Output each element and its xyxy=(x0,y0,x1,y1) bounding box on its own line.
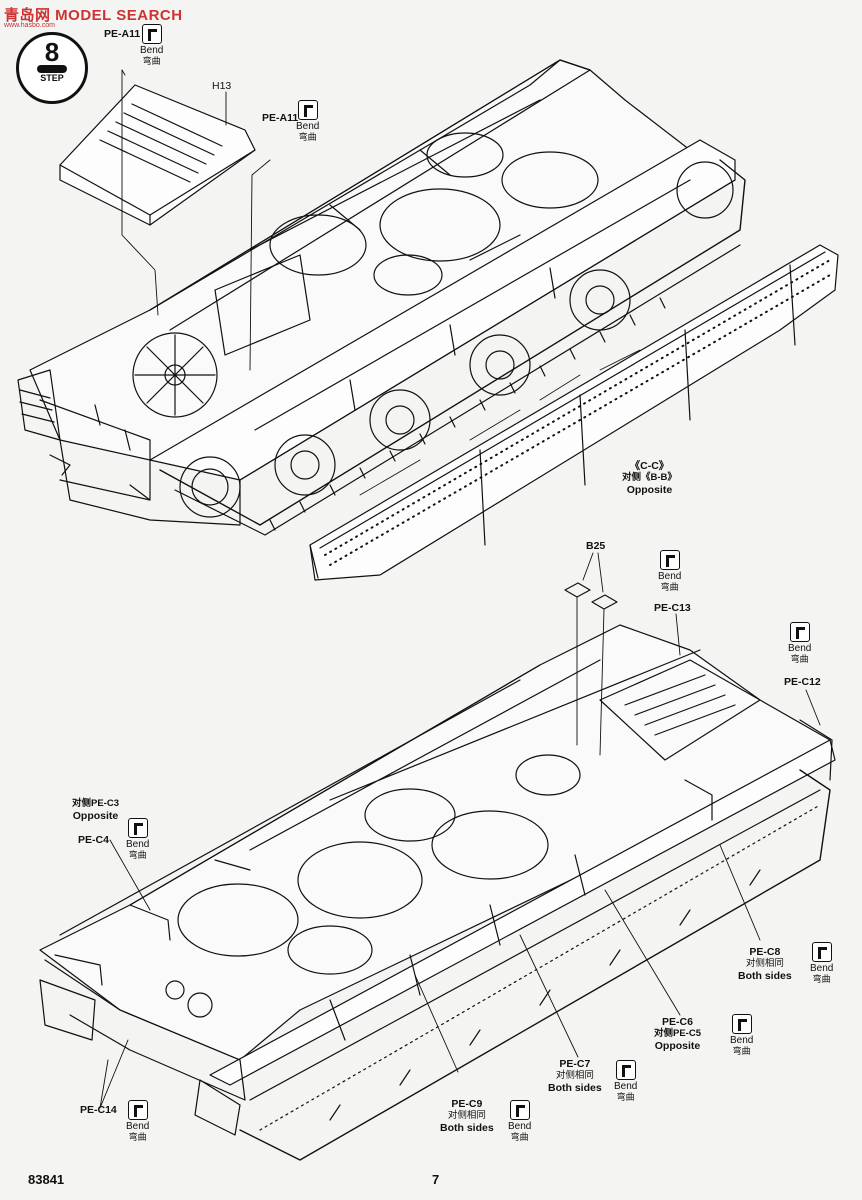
bend-callout-c9: Bend 弯曲 xyxy=(508,1100,531,1143)
page-number: 7 xyxy=(432,1172,440,1187)
bend-callout-c14: Bend 弯曲 xyxy=(126,1100,149,1143)
lower-tank-hull xyxy=(39,624,836,1136)
bend-icon xyxy=(659,550,680,570)
bend-icon xyxy=(297,100,318,120)
bend-cn: 弯曲 xyxy=(812,974,831,984)
bend-icon xyxy=(789,622,810,642)
label-pe-c4: PE-C4 xyxy=(78,834,109,846)
bend-en: Bend xyxy=(788,643,812,654)
pe-c6-line2: 对侧PE-C5 xyxy=(654,1028,701,1039)
bend-callout-c8: Bend 弯曲 xyxy=(810,942,833,985)
bend-icon xyxy=(127,1100,148,1120)
side-panel-line3: Opposite xyxy=(626,484,673,496)
bend-icon xyxy=(141,24,162,44)
pe-c9-line3: Both sides xyxy=(440,1122,494,1134)
watermark-url: www.hasbo.com xyxy=(4,22,55,29)
bend-en: Bend xyxy=(508,1121,532,1132)
bend-cn: 弯曲 xyxy=(790,654,809,664)
pe-c3-line1: 对侧PE-C3 xyxy=(72,798,119,809)
label-pe-c14: PE-C14 xyxy=(80,1104,117,1116)
bend-cn: 弯曲 xyxy=(128,850,147,860)
label-pe-c7: PE-C7 对侧相同 Both sides xyxy=(548,1058,602,1094)
label-pe-c12: PE-C12 xyxy=(784,676,821,688)
product-code: 83841 xyxy=(28,1172,65,1187)
bend-en: Bend xyxy=(140,45,164,56)
bend-cn: 弯曲 xyxy=(128,1132,147,1142)
b25-parts xyxy=(564,582,618,756)
bend-en: Bend xyxy=(658,571,682,582)
bend-callout-c7: Bend 弯曲 xyxy=(614,1060,637,1103)
label-pe-c9: PE-C9 对侧相同 Both sides xyxy=(440,1098,494,1134)
bend-cn: 弯曲 xyxy=(510,1132,529,1142)
bend-en: Bend xyxy=(810,963,834,974)
bend-en: Bend xyxy=(126,839,150,850)
bend-callout-1: Bend 弯曲 xyxy=(140,24,163,67)
bend-en: Bend xyxy=(126,1121,150,1132)
side-panel-line1: 《C-C》 xyxy=(629,460,670,472)
label-pe-c8: PE-C8 对侧相同 Both sides xyxy=(738,946,792,982)
pe-c7-line2: 对侧相同 xyxy=(555,1070,594,1081)
side-skirt-panel xyxy=(309,244,839,581)
bend-cn: 弯曲 xyxy=(616,1092,635,1102)
lower-leader-lines xyxy=(99,552,821,1109)
bend-cn: 弯曲 xyxy=(660,582,679,592)
step-number: 8 xyxy=(44,37,60,67)
bend-cn: 弯曲 xyxy=(732,1046,751,1056)
bend-callout-c6: Bend 弯曲 xyxy=(730,1014,753,1057)
step-word: STEP xyxy=(40,73,64,83)
bend-callout-c13: Bend 弯曲 xyxy=(658,550,681,593)
bend-icon xyxy=(127,818,148,838)
label-pe-c13: PE-C13 xyxy=(654,602,691,614)
pe-c7-line3: Both sides xyxy=(548,1082,602,1094)
step-badge: 8 STEP xyxy=(16,32,88,104)
label-h13: H13 xyxy=(212,80,232,92)
upper-leader-lines xyxy=(121,69,271,371)
bend-icon xyxy=(811,942,832,962)
label-side-panel: 《C-C》 对侧《B-B》 Opposite xyxy=(622,460,677,496)
bend-icon xyxy=(509,1100,530,1120)
upper-tank-track xyxy=(159,159,746,536)
pe-c8-line2: 对侧相同 xyxy=(745,958,784,969)
bend-en: Bend xyxy=(296,121,320,132)
bend-callout-2: Bend 弯曲 xyxy=(296,100,319,143)
pe-c9-line1: PE-C9 xyxy=(451,1098,483,1110)
label-pe-a11-top: PE-A11 xyxy=(104,28,141,40)
label-pe-a11-mid: PE-A11 xyxy=(262,112,299,124)
pe-c6-line1: PE-C6 xyxy=(662,1016,693,1028)
upper-tank-hull xyxy=(17,59,736,526)
pe-c3-line2: Opposite xyxy=(72,810,119,822)
watermark-logo: 青岛网 MODEL SEARCH xyxy=(4,7,183,24)
pe-c8-line3: Both sides xyxy=(738,970,792,982)
lower-fender-brackets xyxy=(54,719,833,1041)
pe-c7-line1: PE-C7 xyxy=(559,1058,591,1070)
bend-icon xyxy=(615,1060,636,1080)
side-panel-line2: 对侧《B-B》 xyxy=(622,472,677,483)
bend-en: Bend xyxy=(730,1035,754,1046)
label-b25: B25 xyxy=(586,540,606,552)
pe-c9-line2: 对侧相同 xyxy=(447,1110,486,1121)
bend-callout-c4: Bend 弯曲 xyxy=(126,818,149,861)
tank-icon xyxy=(37,65,67,73)
pe-c6-line3: Opposite xyxy=(654,1040,701,1052)
h13-engine-cover xyxy=(59,84,256,226)
bend-callout-c12: Bend 弯曲 xyxy=(788,622,811,665)
bend-cn: 弯曲 xyxy=(298,132,317,142)
bend-en: Bend xyxy=(614,1081,638,1092)
label-pe-c3: 对侧PE-C3 Opposite xyxy=(72,798,119,822)
pe-c8-line1: PE-C8 xyxy=(749,946,781,958)
lower-tank-track xyxy=(239,769,831,1161)
bend-cn: 弯曲 xyxy=(142,56,161,66)
label-pe-c6: PE-C6 对侧PE-C5 Opposite xyxy=(654,1016,701,1052)
bend-icon xyxy=(731,1014,752,1034)
